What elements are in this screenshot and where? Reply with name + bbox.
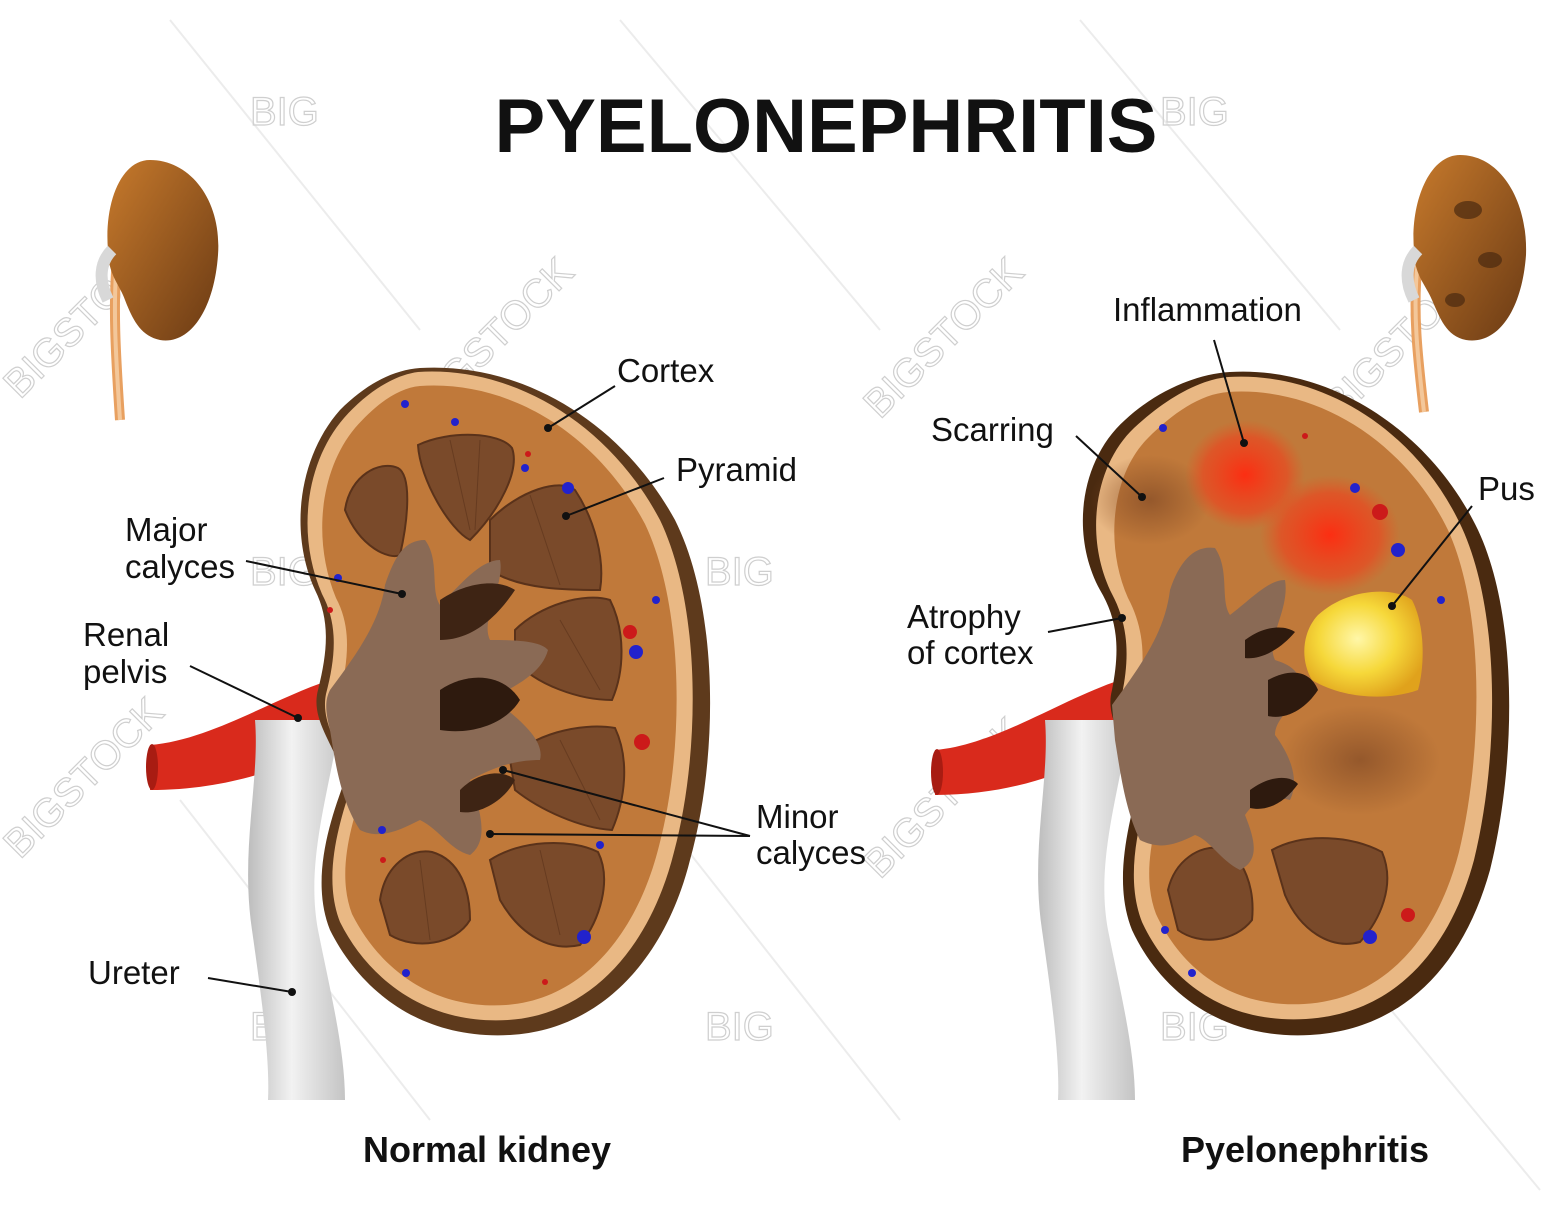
caption-pyelonephritis: Pyelonephritis bbox=[1181, 1129, 1429, 1170]
watermark-big: BIG bbox=[705, 550, 774, 594]
watermark-bigstock: BIGSTOCK bbox=[0, 689, 172, 866]
ureter-diseased bbox=[1038, 720, 1135, 1100]
small-diseased-kidney-icon bbox=[1408, 155, 1527, 412]
watermark-big: BIG bbox=[705, 1005, 774, 1049]
inflammation-area-2 bbox=[1260, 475, 1400, 595]
watermark-bigstock: BIGSTOCK bbox=[855, 249, 1032, 426]
label-atrophy-1: Atrophy bbox=[907, 598, 1021, 635]
label-atrophy-2: of cortex bbox=[907, 634, 1034, 671]
label-major-calyces-1: Major bbox=[125, 511, 208, 548]
label-renal-pelvis-2: pelvis bbox=[83, 653, 167, 690]
label-minor-calyces-1: Minor bbox=[756, 798, 839, 835]
label-scarring: Scarring bbox=[931, 411, 1054, 448]
label-pus: Pus bbox=[1478, 470, 1535, 507]
watermark-big: BIG bbox=[250, 90, 319, 134]
watermark-big: BIG bbox=[1160, 90, 1229, 134]
label-minor-calyces-2: calyces bbox=[756, 834, 866, 871]
small-normal-kidney-icon bbox=[102, 160, 219, 420]
label-major-calyces-2: calyces bbox=[125, 548, 235, 585]
label-inflammation: Inflammation bbox=[1113, 291, 1302, 328]
label-cortex: Cortex bbox=[617, 352, 715, 389]
page-title: PYELONEPHRITIS bbox=[495, 84, 1158, 169]
label-renal-pelvis-1: Renal bbox=[83, 616, 169, 653]
label-pyramid: Pyramid bbox=[676, 451, 797, 488]
caption-normal-kidney: Normal kidney bbox=[363, 1129, 611, 1170]
label-ureter: Ureter bbox=[88, 954, 180, 991]
